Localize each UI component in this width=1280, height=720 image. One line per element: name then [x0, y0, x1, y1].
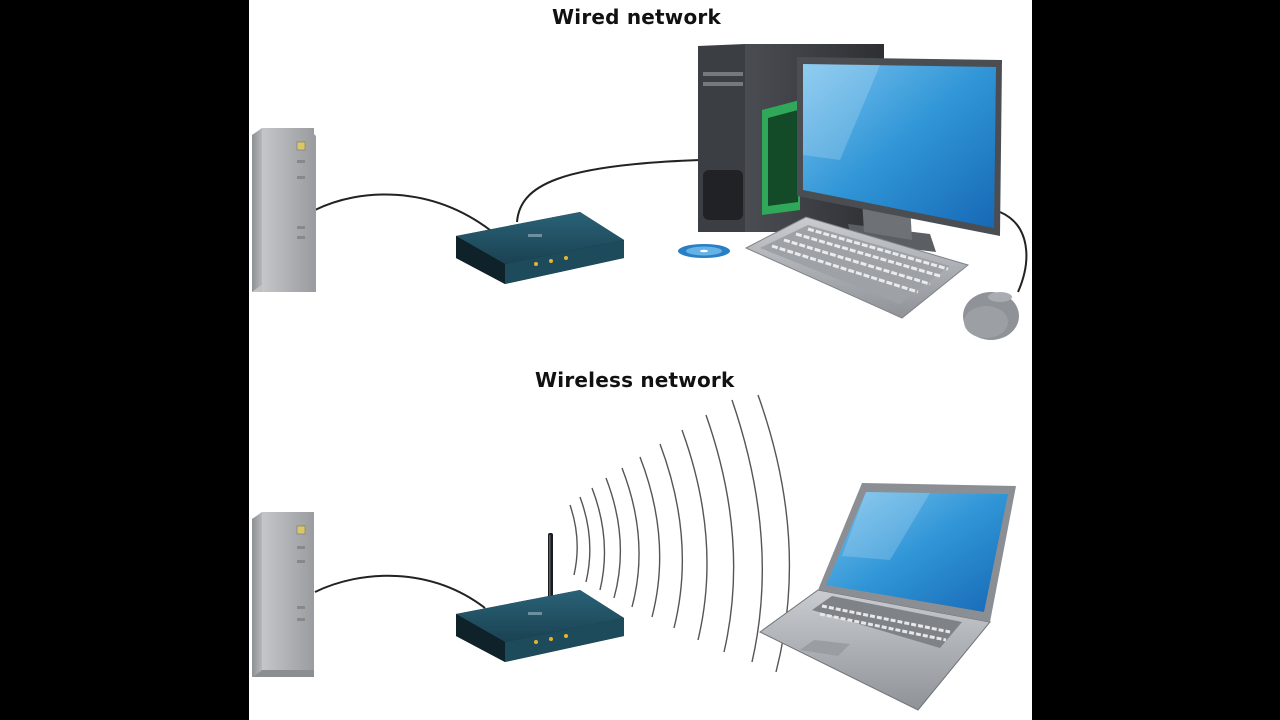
wireless-cable-modem-router — [314, 574, 486, 609]
antenna-icon — [548, 533, 553, 603]
wireless-section — [252, 394, 1016, 711]
monitor-icon — [797, 57, 1002, 252]
modem-icon — [252, 512, 314, 677]
router-icon — [456, 590, 624, 662]
wired-network-title: Wired network — [552, 5, 721, 29]
cd-disc-icon — [678, 244, 730, 258]
wired-cable-modem-router — [314, 193, 491, 231]
mouse-icon — [963, 292, 1019, 340]
wired-cable-mouse — [999, 211, 1028, 293]
modem-icon — [252, 128, 316, 292]
router-icon — [456, 212, 624, 284]
wireless-network-title: Wireless network — [535, 368, 735, 392]
wired-cable-router-tower — [516, 159, 701, 223]
wired-section — [252, 44, 1028, 340]
laptop-icon — [759, 483, 1016, 711]
keyboard-icon — [744, 216, 970, 319]
